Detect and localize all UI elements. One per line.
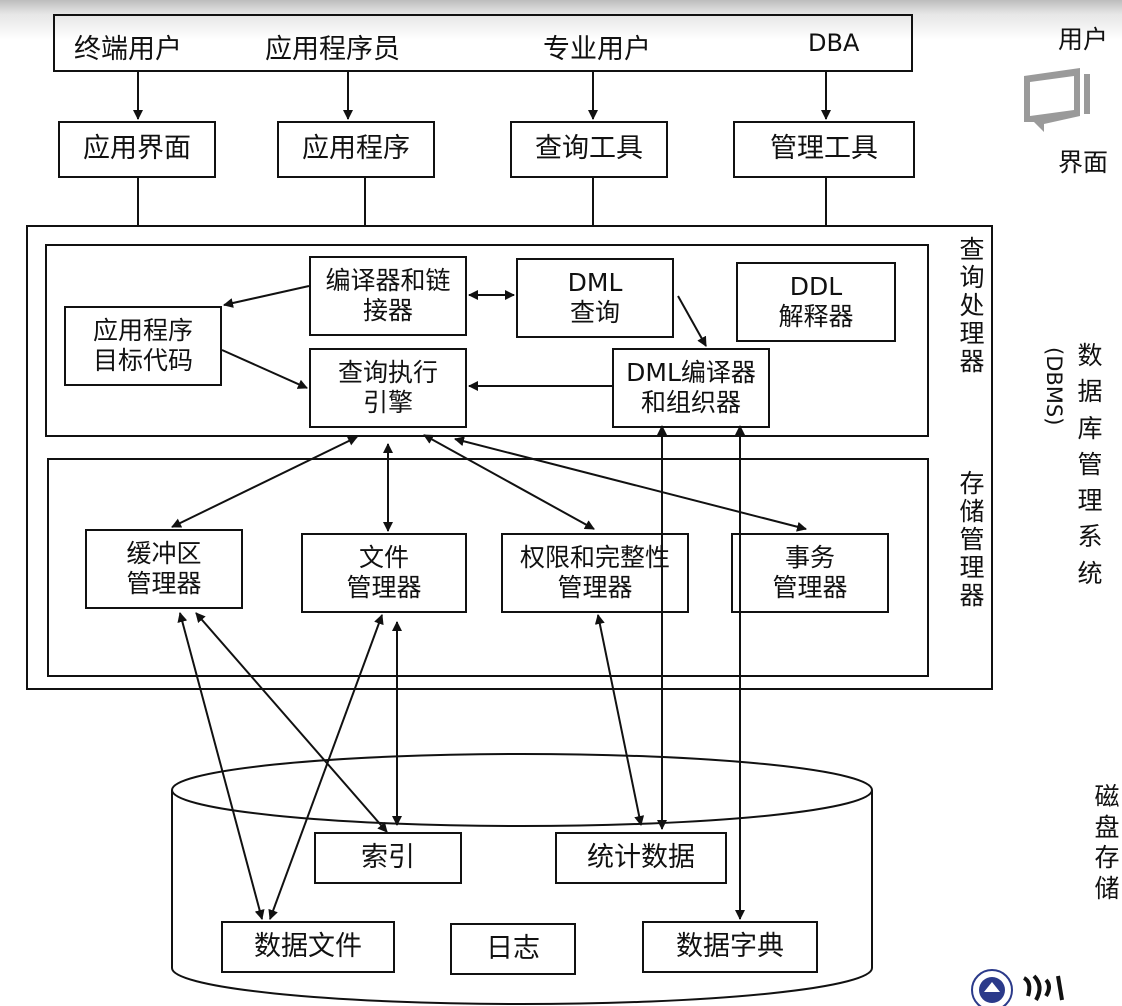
arrow-compiler-to-object xyxy=(223,285,310,308)
arrow-object-to-engine xyxy=(221,349,308,389)
ddl-interpreter-box: DDL 解释器 xyxy=(736,262,896,342)
app-interface-box: 应用界面 xyxy=(58,121,216,178)
index-box: 索引 xyxy=(314,832,462,884)
right-users-label: 用户 xyxy=(1058,25,1109,54)
dbms-label: 数据库管理系统 xyxy=(1077,341,1103,588)
transaction-manager-box: 事务 管理器 xyxy=(731,533,889,613)
disk-cylinder-top xyxy=(171,753,873,827)
query-tool-box: 查询工具 xyxy=(510,121,668,178)
query-processor-title: 查询处理器 xyxy=(959,235,985,376)
arrow-engine-transaction xyxy=(454,436,807,532)
data-files-box: 数据文件 xyxy=(221,921,395,973)
user-expert: 专业用户 xyxy=(543,34,651,65)
dml-compiler-box: DML编译器 和组织器 xyxy=(612,348,770,428)
user-dba: DBA xyxy=(808,29,860,57)
user-bar xyxy=(53,14,913,72)
user-end-user: 终端用户 xyxy=(74,34,182,65)
arrow-file-datafiles xyxy=(268,614,384,920)
app-object-code-box: 应用程序 目标代码 xyxy=(64,306,222,386)
arrow-engine-authority xyxy=(423,434,595,530)
disk-storage-label: 磁盘存储 xyxy=(1094,782,1120,903)
app-program-box: 应用程序 xyxy=(277,121,435,178)
dml-query-box: DML 查询 xyxy=(516,258,674,338)
compiler-linker-box: 编译器和链 接器 xyxy=(309,256,467,336)
user-app-programmer: 应用程序员 xyxy=(265,34,400,65)
university-logo xyxy=(971,969,1064,1006)
arrow-dml-to-compiler xyxy=(677,295,707,347)
arrow-authority-statistics xyxy=(594,614,645,826)
storage-manager-title: 存储管理器 xyxy=(959,469,985,610)
admin-tool-box: 管理工具 xyxy=(733,121,915,178)
statistics-box: 统计数据 xyxy=(555,832,727,884)
query-engine-box: 查询执行 引擎 xyxy=(309,348,467,428)
log-box: 日志 xyxy=(450,923,576,975)
buffer-manager-box: 缓冲区 管理器 xyxy=(85,529,243,609)
right-interface-label: 界面 xyxy=(1058,148,1109,177)
dbms-abbr-label: (DBMS) xyxy=(1042,347,1066,426)
book-icon xyxy=(1024,68,1090,132)
file-manager-box: 文件 管理器 xyxy=(301,533,467,613)
dbms-frame xyxy=(26,225,993,690)
data-dictionary-box: 数据字典 xyxy=(642,921,818,973)
arrow-engine-buffer xyxy=(171,436,358,528)
